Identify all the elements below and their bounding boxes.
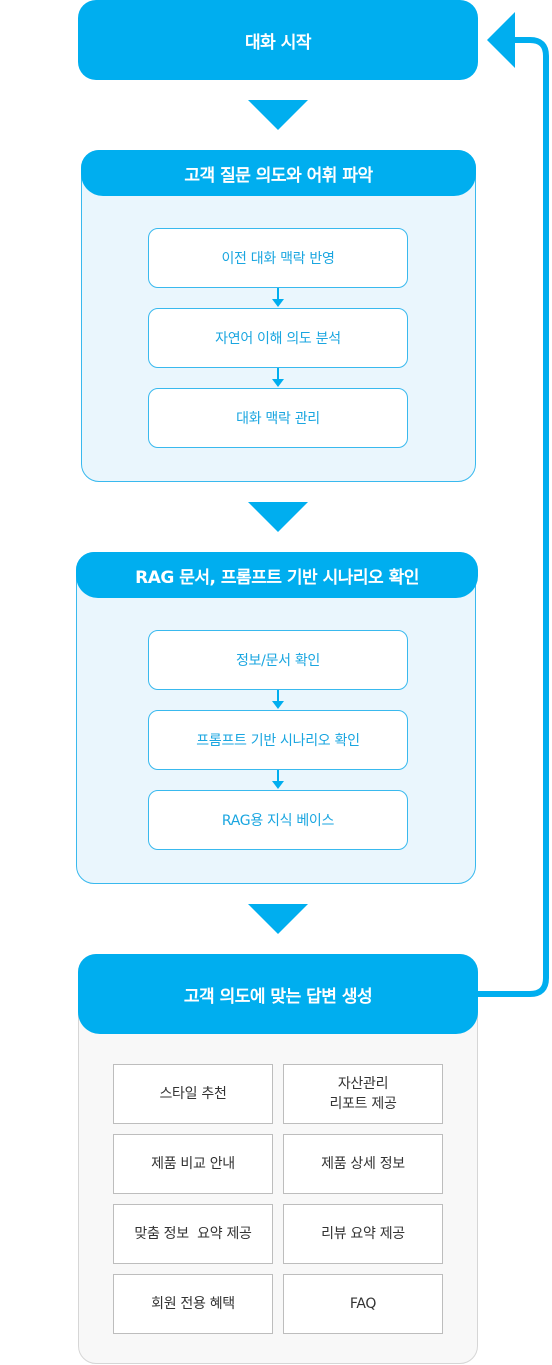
loop-back-line (478, 37, 549, 997)
stage3-title: 고객 의도에 맞는 답변 생성 (78, 954, 478, 1034)
output-cell: 제품 비교 안내 (113, 1134, 273, 1194)
stage1-step-3: 대화 맥락 관리 (148, 388, 408, 448)
connector-line (277, 770, 279, 782)
stage2-step-2: 프롬프트 기반 시나리오 확인 (148, 710, 408, 770)
down-arrow-icon (248, 502, 308, 532)
start-node: 대화 시작 (78, 0, 478, 80)
output-cell: 맞춤 정보 요약 제공 (113, 1204, 273, 1264)
output-cell: 자산관리 리포트 제공 (283, 1064, 443, 1124)
stage2-step-1: 정보/문서 확인 (148, 630, 408, 690)
connector-line (277, 690, 279, 702)
down-arrow-icon (248, 100, 308, 130)
connector-line (277, 368, 279, 380)
connector-arrow-icon (272, 701, 284, 709)
down-arrow-icon (248, 904, 308, 934)
loop-back-arrowhead-icon (487, 12, 515, 68)
output-cell: 제품 상세 정보 (283, 1134, 443, 1194)
output-cell: 스타일 추천 (113, 1064, 273, 1124)
stage2-title: RAG 문서, 프롬프트 기반 시나리오 확인 (76, 552, 478, 598)
connector-arrow-icon (272, 299, 284, 307)
output-cell: 회원 전용 혜택 (113, 1274, 273, 1334)
output-cell: 리뷰 요약 제공 (283, 1204, 443, 1264)
stage2-step-3: RAG용 지식 베이스 (148, 790, 408, 850)
output-cell: FAQ (283, 1274, 443, 1334)
stage1-step-1: 이전 대화 맥락 반영 (148, 228, 408, 288)
connector-arrow-icon (272, 379, 284, 387)
stage1-title: 고객 질문 의도와 어휘 파악 (81, 150, 476, 196)
connector-line (277, 288, 279, 300)
connector-arrow-icon (272, 781, 284, 789)
stage1-step-2: 자연어 이해 의도 분석 (148, 308, 408, 368)
